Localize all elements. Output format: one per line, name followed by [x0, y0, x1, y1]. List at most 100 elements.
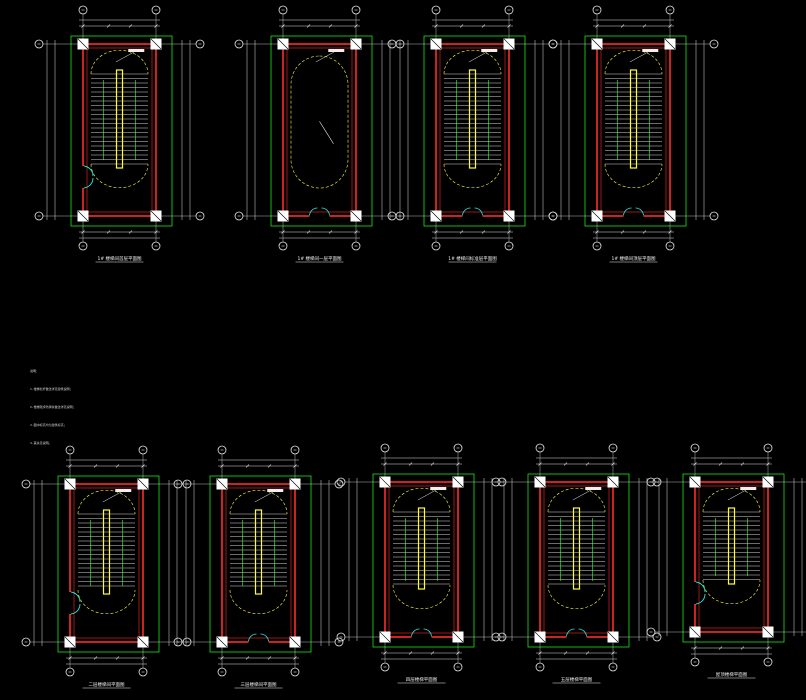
axis-bubble: [387, 211, 397, 221]
stair-wall-inner: [286, 47, 353, 213]
landing-curve: [702, 579, 761, 604]
column-hatch: [452, 631, 464, 643]
plan-caption: 屋顶楼梯平面图: [716, 671, 748, 678]
notes-title: 说明：: [30, 369, 40, 373]
column-hatch: [289, 636, 301, 648]
axis-bubble: [138, 667, 148, 677]
axis-bubble: [535, 443, 545, 453]
axis-bubble: [195, 211, 205, 221]
plan-frame: [584, 35, 687, 227]
axis-bubble: [334, 637, 344, 647]
handrail: [417, 507, 426, 590]
landing-curve: [392, 584, 451, 609]
axis-bubble: [763, 657, 773, 667]
landing-curve: [702, 488, 761, 513]
leader-line: [102, 491, 122, 503]
dimension-tick: [245, 464, 250, 468]
axis-bubble: [173, 637, 183, 647]
axis-bubble: [78, 241, 88, 251]
stair-wall-inner: [543, 485, 610, 634]
column-hatch: [591, 38, 603, 50]
axis-bubble: [290, 445, 300, 455]
column-hatch: [379, 476, 391, 488]
stair-plan-1: 1# 楼梯间首层平面图: [34, 5, 205, 263]
column-hatch: [503, 210, 515, 222]
stair-wall: [539, 481, 614, 638]
column-hatch: [430, 210, 442, 222]
axis-bubble: [290, 667, 300, 677]
axis-bubble: [21, 479, 31, 489]
dimension-tick: [620, 230, 625, 234]
axis-bubble: [151, 5, 161, 15]
axis-bubble: [351, 241, 361, 251]
handrail: [102, 509, 111, 595]
axis-bubble: [217, 445, 227, 455]
stair-wall: [82, 43, 157, 217]
dimension-tick: [128, 24, 133, 28]
plan-caption: 五层楼梯平面图: [561, 676, 593, 683]
axis-bubble: [380, 662, 390, 672]
axis-bubble: [278, 241, 288, 251]
plan-frame: [372, 473, 475, 648]
column-hatch: [664, 38, 676, 50]
axis-bubble: [34, 211, 44, 221]
column-hatch: [64, 636, 76, 648]
column-hatch: [430, 38, 442, 50]
column-hatch: [277, 210, 289, 222]
stair-wall-inner: [698, 485, 765, 629]
dimension-tick: [267, 656, 272, 660]
tag-text: [481, 49, 498, 52]
stair-wall-inner: [225, 487, 292, 639]
axis-bubble: [336, 632, 346, 642]
column-hatch: [762, 476, 774, 488]
column-hatch: [64, 478, 76, 490]
landing-curve: [392, 488, 451, 513]
slope-mark: [319, 121, 334, 144]
axis-bubble: [504, 241, 514, 251]
stair-wall-inner: [86, 47, 153, 213]
axis-bubble: [65, 445, 75, 455]
axis-bubble: [763, 443, 773, 453]
column-hatch: [689, 476, 701, 488]
column-hatch: [379, 631, 391, 643]
dimension-tick: [481, 24, 486, 28]
plan-frame: [270, 35, 373, 227]
handrail: [727, 507, 736, 585]
plan-frame: [70, 35, 173, 227]
handrail: [572, 507, 581, 590]
door-swing: [694, 581, 706, 593]
axis-bubble: [138, 445, 148, 455]
landing-curve: [229, 490, 288, 515]
plan-caption: 1# 楼梯间首层平面图: [97, 255, 142, 262]
axis-bubble: [646, 627, 656, 637]
dimension-tick: [115, 464, 120, 468]
dimension-tick: [620, 24, 625, 28]
stair-wall-inner: [439, 47, 506, 213]
plan-frame: [527, 473, 630, 648]
stair-wall: [384, 481, 459, 638]
axis-bubble: [548, 39, 558, 49]
dimension-tick: [408, 462, 413, 466]
plan-caption: 三层楼梯间平面图: [241, 681, 277, 688]
column-hatch: [452, 476, 464, 488]
axis-bubble: [665, 5, 675, 15]
axis-bubble: [351, 5, 361, 15]
tag-text: [585, 487, 602, 490]
tag-text: [430, 487, 447, 490]
notes-line: 4.其余见说明。: [30, 441, 52, 445]
tag-text: [740, 487, 757, 490]
dimension-tick: [459, 24, 464, 28]
plan-frame: [209, 475, 312, 653]
dimension-tick: [718, 646, 723, 650]
axis-bubble: [491, 477, 501, 487]
landing-curve: [90, 50, 149, 75]
leader-line: [417, 489, 437, 501]
landing-curve: [547, 584, 606, 609]
column-hatch: [216, 636, 228, 648]
axis-bubble: [548, 211, 558, 221]
axis-bubble: [646, 477, 656, 487]
plan-caption: 1# 楼梯间顶层平面图: [611, 255, 656, 262]
handrail: [629, 69, 638, 169]
column-hatch: [534, 476, 546, 488]
